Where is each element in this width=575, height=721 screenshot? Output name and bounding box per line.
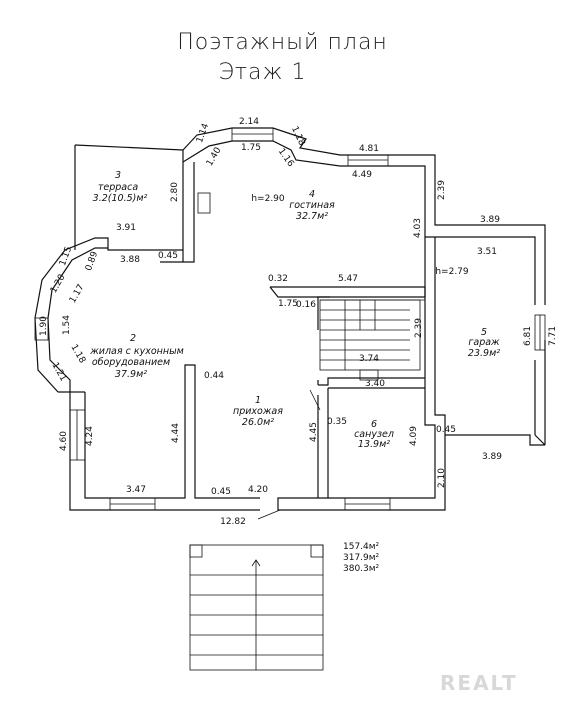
- room-2-name-1: жилая с кухонным: [89, 346, 184, 357]
- dim-label: 2.39: [437, 180, 447, 200]
- area-totals: 157.4м² 317.9м² 380.3м²: [343, 542, 380, 574]
- room-labels: 3 терраса 3.2(10.5)м² 4 гостиная 32.7м² …: [89, 170, 500, 450]
- room-1-number: 1: [255, 395, 261, 406]
- interior-walls: [269, 286, 426, 498]
- dim-label: 1.90: [39, 316, 49, 336]
- room-5-area: 23.9м²: [468, 348, 500, 359]
- dim-label: 0.35: [327, 417, 347, 427]
- dim-label: 4.44: [171, 423, 181, 443]
- room-3-area: 3.2(10.5)м²: [93, 193, 148, 204]
- room-6-area: 13.9м²: [358, 439, 390, 450]
- dim-label: 1.17: [68, 283, 87, 305]
- dim-label: 1.20: [49, 273, 68, 296]
- dim-label: 2.39: [414, 318, 424, 338]
- dim-label: 4.49: [352, 170, 372, 180]
- dim-label: 1.40: [205, 146, 224, 169]
- room-2-number: 2: [130, 333, 136, 344]
- dim-label: 2.10: [437, 468, 447, 488]
- room-2-name-2: оборудованием: [92, 357, 170, 368]
- dim-label: 0.44: [204, 371, 224, 381]
- dim-label: 12.82: [220, 517, 246, 527]
- room-5-name: гараж: [468, 337, 500, 348]
- dim-label: 3.51: [477, 247, 497, 257]
- dim-label: 2.80: [170, 182, 180, 202]
- room-5-number: 5: [481, 327, 487, 338]
- room-1-area: 26.0м²: [242, 417, 274, 428]
- dim-label: 1.15: [58, 245, 74, 267]
- dim-label: 5.47: [338, 274, 358, 284]
- room-2-area: 37.9м²: [115, 369, 147, 380]
- dim-label: 0.45: [436, 425, 456, 435]
- room-6-name: санузел: [354, 429, 394, 440]
- total-area-1: 157.4м²: [343, 542, 380, 552]
- dim-label: 4.60: [59, 431, 69, 451]
- stairs: [319, 299, 421, 381]
- dim-label: 1.75: [278, 299, 298, 309]
- room-3-name: терраса: [98, 182, 138, 193]
- room-4-name: гостиная: [289, 200, 335, 211]
- dim-label: 7.71: [548, 326, 558, 346]
- dim-label: 0.89: [84, 250, 100, 273]
- entrance-stairs: [189, 509, 324, 671]
- dim-label: 4.24: [85, 426, 95, 446]
- dim-label: 3.91: [116, 223, 136, 233]
- dim-label: 0.16: [296, 300, 316, 310]
- floor-title: Этаж 1: [218, 60, 307, 85]
- dim-label: 1.75: [241, 143, 261, 153]
- dim-label: 1.54: [62, 315, 72, 335]
- dim-label: 4.45: [309, 422, 319, 442]
- dim-label: 1.18: [68, 343, 87, 366]
- dim-label: 0.32: [268, 274, 288, 284]
- dim-label: 3.74: [359, 354, 379, 364]
- dim-label: 4.03: [413, 218, 423, 238]
- height-main: h=2.90: [251, 194, 285, 204]
- dim-label: 4.81: [359, 144, 379, 154]
- room-3-number: 3: [115, 170, 121, 181]
- room-4-area: 32.7м²: [296, 211, 328, 222]
- plan-title: Поэтажный план: [177, 30, 388, 55]
- dim-label: 4.20: [248, 485, 268, 495]
- windows: [34, 127, 546, 511]
- dim-label: 1.21: [49, 361, 68, 383]
- room-4-number: 4: [309, 189, 315, 200]
- dim-label: 2.14: [239, 117, 259, 127]
- total-area-2: 317.9м²: [343, 553, 380, 563]
- total-area-3: 380.3м²: [343, 564, 380, 574]
- watermark-logo: REALT: [440, 671, 518, 695]
- dim-label: 1.18: [289, 125, 307, 148]
- dim-label: 4.09: [409, 426, 419, 446]
- dim-label: 3.47: [126, 485, 146, 495]
- room-6-number: 6: [371, 419, 377, 430]
- room-1-name: прихожая: [233, 406, 283, 417]
- dim-label: 6.81: [523, 326, 533, 346]
- outer-walls: [34, 127, 546, 511]
- dim-label: 3.88: [120, 255, 140, 265]
- dim-label: 0.45: [211, 487, 231, 497]
- height-garage: h=2.79: [435, 267, 469, 277]
- dim-label: 3.89: [482, 452, 502, 462]
- dim-label: 1.16: [276, 147, 296, 169]
- dim-label: 0.45: [158, 251, 178, 261]
- dimension-labels: 2.14 1.14 1.18 1.75 1.40 1.16 4.81 4.49 …: [39, 117, 558, 527]
- dim-label: 3.89: [480, 215, 500, 225]
- dim-label: 3.40: [365, 379, 385, 389]
